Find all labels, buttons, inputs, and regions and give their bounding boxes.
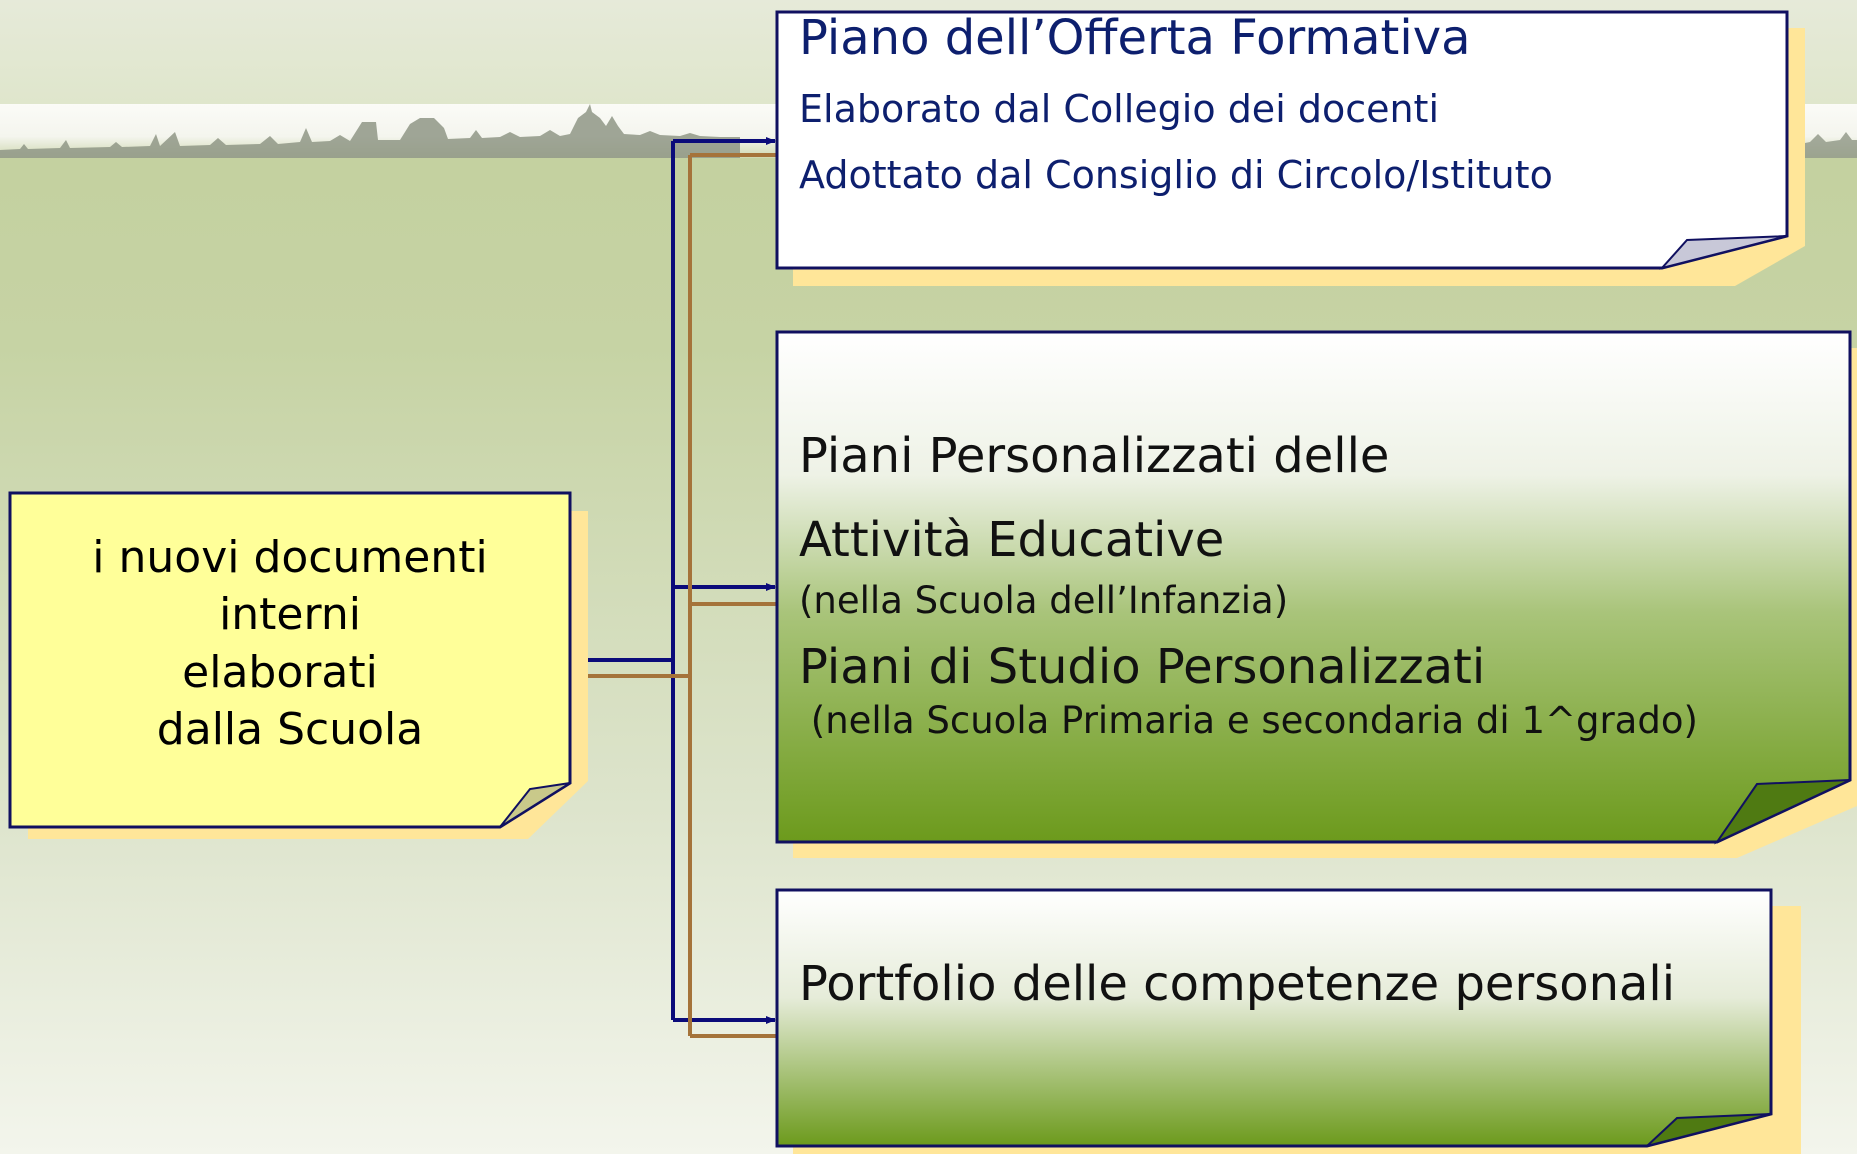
source-note-line-4: dalla Scuola — [156, 704, 424, 755]
pof-line-1: Elaborato dal Collegio dei docenti — [799, 87, 1440, 131]
pof-title: Piano dell’Offerta Formativa — [799, 10, 1471, 66]
brown-connector — [587, 151, 791, 1040]
piani-line-4: Piani di Studio Personalizzati — [799, 639, 1486, 695]
portfolio-title: Portfolio delle competenze personali — [799, 956, 1676, 1012]
piani-line-2: Attività Educative — [799, 512, 1225, 568]
piani-line-5: (nella Scuola Primaria e secondaria di 1… — [799, 699, 1698, 742]
source-note-line-1: i nuovi documenti — [92, 532, 488, 583]
source-note: i nuovi documenti interni elaborati dall… — [8, 491, 588, 839]
pof-line-2: Adottato dal Consiglio di Circolo/Istitu… — [799, 153, 1553, 197]
piani-box: Piani Personalizzati delle Attività Educ… — [775, 330, 1857, 858]
source-note-line-2: interni — [219, 589, 361, 640]
source-note-line-3: elaborati — [182, 647, 378, 698]
portfolio-box: Portfolio delle competenze personali — [775, 888, 1801, 1154]
piani-line-3: (nella Scuola dell’Infanzia) — [799, 579, 1289, 622]
navy-connector — [572, 137, 776, 1024]
piani-line-1: Piani Personalizzati delle — [799, 428, 1390, 484]
pof-box: Piano dell’Offerta Formativa Elaborato d… — [775, 10, 1805, 286]
